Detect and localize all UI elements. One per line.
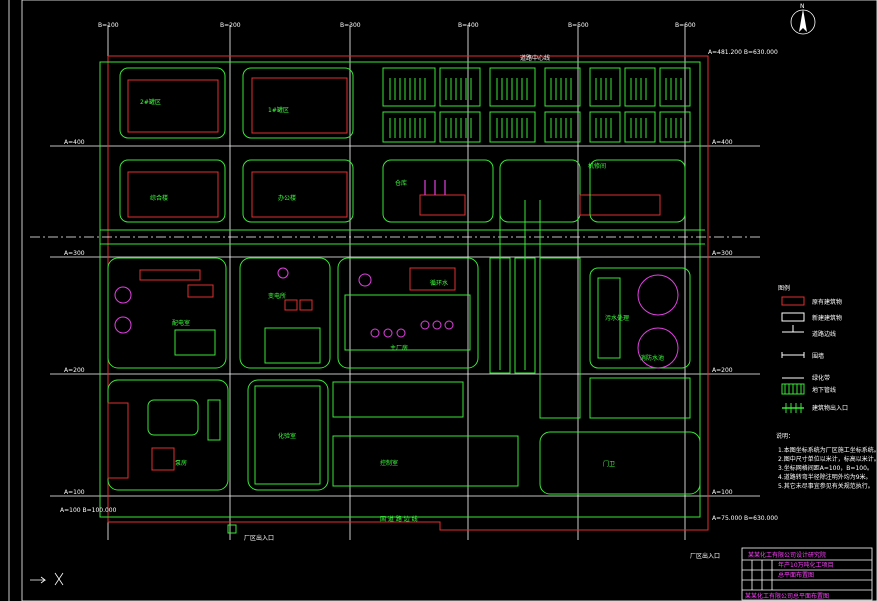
- svg-text:B=100: B=100: [98, 22, 119, 29]
- svg-text:消防水池: 消防水池: [640, 354, 664, 362]
- coord-bottom-right: A=75.000 B=630.000: [712, 515, 778, 522]
- svg-text:B=300: B=300: [340, 22, 361, 29]
- svg-text:配电室: 配电室: [172, 319, 190, 327]
- svg-text:原有建筑物: 原有建筑物: [812, 298, 842, 306]
- title-block: 某某化工有限公司设计研究院 年产10万吨化工项目 总平面布置图 某某化工有限公司…: [741, 547, 873, 601]
- svg-text:办公楼: 办公楼: [278, 194, 296, 202]
- svg-text:A=400: A=400: [712, 139, 733, 146]
- svg-text:图例: 图例: [778, 284, 790, 292]
- svg-text:A=200: A=200: [64, 367, 85, 374]
- site-boundary: [107, 55, 709, 531]
- svg-text:化验室: 化验室: [278, 432, 296, 440]
- svg-text:N: N: [800, 3, 805, 10]
- svg-text:A=300: A=300: [712, 250, 733, 257]
- svg-text:B=400: B=400: [458, 22, 479, 29]
- block-process-area: 变电所 循环水 主厂房: [239, 257, 479, 369]
- svg-text:控制室: 控制室: [380, 459, 398, 467]
- svg-text:某某化工有限公司总平面布置图: 某某化工有限公司总平面布置图: [745, 592, 829, 600]
- svg-text:综合楼: 综合楼: [150, 194, 168, 202]
- svg-text:B=200: B=200: [220, 22, 241, 29]
- svg-text:仓库: 仓库: [395, 179, 407, 187]
- svg-text:A=200: A=200: [712, 367, 733, 374]
- svg-text:A=300: A=300: [64, 250, 85, 257]
- svg-text:A=400: A=400: [64, 139, 85, 146]
- coord-top-right: A=481.200 B=630.000: [708, 49, 778, 56]
- north-road-label: 道路中心线: [520, 54, 550, 62]
- svg-text:1.本图坐标系统为厂区施工坐标系统。: 1.本图坐标系统为厂区施工坐标系统。: [778, 446, 877, 454]
- pipe-rack: [489, 200, 541, 374]
- gate-left: 厂区出入口: [227, 524, 274, 542]
- svg-text:A=100: A=100: [712, 489, 733, 496]
- main-road: [30, 229, 760, 245]
- notes: 说明： 1.本图坐标系统为厂区施工坐标系统。 2.图中尺寸单位以米计，标高以米计…: [776, 432, 877, 490]
- gate-right: 厂区出入口: [690, 552, 720, 560]
- svg-text:某某化工有限公司设计研究院: 某某化工有限公司设计研究院: [748, 551, 826, 559]
- svg-text:1#罐区: 1#罐区: [268, 106, 289, 114]
- svg-text:说明：: 说明：: [776, 432, 794, 440]
- grid-left-labels: A=400 A=300 A=200 A=100: [64, 139, 85, 496]
- block-south-east: 门卫: [539, 377, 701, 495]
- svg-text:道路边线: 道路边线: [812, 330, 836, 338]
- svg-text:3.坐标网格间距A=100，B=100。: 3.坐标网格间距A=100，B=100。: [778, 464, 873, 472]
- svg-text:厂区出入口: 厂区出入口: [244, 534, 274, 542]
- block-pools-north: [382, 67, 691, 143]
- svg-text:2#罐区: 2#罐区: [140, 98, 161, 106]
- svg-text:总平面布置图: 总平面布置图: [778, 571, 814, 579]
- svg-text:年产10万吨化工项目: 年产10万吨化工项目: [778, 561, 834, 569]
- block-water-treatment: 污水处理 消防水池: [539, 257, 691, 419]
- svg-text:变电所: 变电所: [268, 292, 286, 300]
- south-road-label: 国 道 路 边 线: [380, 515, 418, 523]
- svg-text:机修间: 机修间: [588, 162, 606, 170]
- svg-text:污水处理: 污水处理: [605, 314, 629, 322]
- legend: 图例 原有建筑物 新建建筑物 道路边线 围墙 绿化带 地下管线 建筑物出入口: [778, 284, 848, 413]
- grid-top-labels: B=100 B=200 B=300 B=400 B=500 B=600: [98, 22, 696, 29]
- block-row-two: 综合楼 办公楼 仓库 机修间: [119, 159, 686, 223]
- svg-text:绿化带: 绿化带: [812, 374, 830, 382]
- svg-text:围墙: 围墙: [812, 352, 824, 360]
- block-middle-left: 配电室: [107, 257, 227, 369]
- block-south-middle: 控制室 化验室: [247, 379, 519, 491]
- drawing-frame: [21, 0, 877, 601]
- svg-text:建筑物出入口: 建筑物出入口: [812, 404, 848, 412]
- block-south-west: 泵房: [107, 379, 229, 491]
- svg-text:A=100: A=100: [64, 489, 85, 496]
- grid-right-labels: A=400 A=300 A=200 A=100: [712, 139, 733, 496]
- svg-text:5.其它未尽事宜参见有关规范执行。: 5.其它未尽事宜参见有关规范执行。: [778, 482, 874, 490]
- svg-text:4.道路转弯半径除注明外均为9米。: 4.道路转弯半径除注明外均为9米。: [778, 473, 872, 481]
- north-arrow-icon: N: [790, 3, 816, 35]
- svg-text:B=500: B=500: [568, 22, 589, 29]
- svg-text:B=600: B=600: [675, 22, 696, 29]
- coord-bottom-left: A=100 B=100.000: [60, 507, 117, 514]
- svg-text:厂区出入口: 厂区出入口: [690, 552, 720, 560]
- svg-text:新建建筑物: 新建建筑物: [812, 314, 842, 322]
- svg-text:主厂房: 主厂房: [390, 344, 408, 352]
- svg-text:循环水: 循环水: [430, 279, 448, 287]
- svg-text:泵房: 泵房: [175, 459, 187, 467]
- site-fence: [99, 61, 701, 518]
- svg-text:2.图中尺寸单位以米计，标高以米计。: 2.图中尺寸单位以米计，标高以米计。: [778, 455, 877, 463]
- svg-text:门卫: 门卫: [603, 460, 615, 468]
- grid-horizontal-lines: [50, 145, 760, 497]
- block-tanks-north: 2#罐区 1#罐区: [119, 67, 354, 139]
- svg-text:地下管线: 地下管线: [812, 386, 836, 394]
- ucs-icon: [30, 572, 64, 586]
